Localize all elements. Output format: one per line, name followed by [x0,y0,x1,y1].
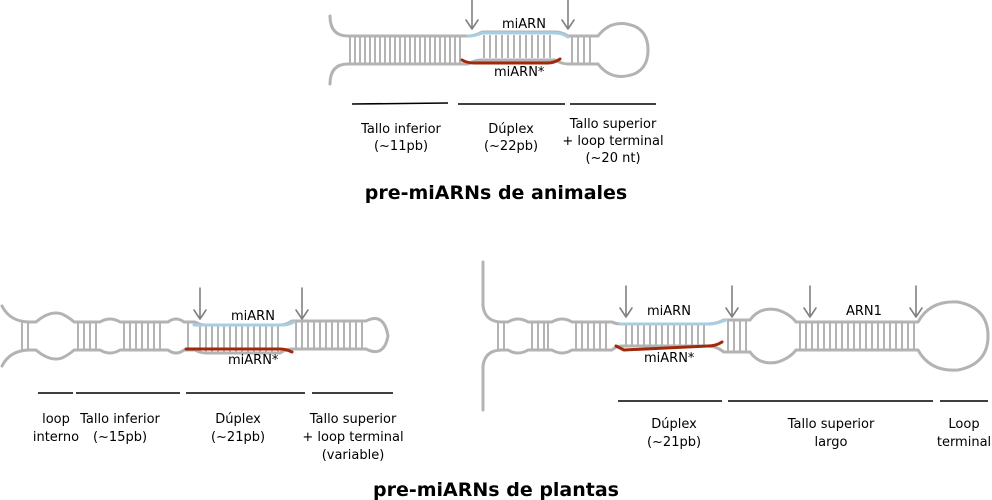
plant-title: pre-miARNs de plantas [373,479,619,500]
animal-label-lower-stem: Tallo inferior [360,122,441,137]
plant-long-label-duplex-size: (~21pb) [647,435,701,450]
plant-cleavage-arrow-right [295,287,309,320]
plant-long-arrow-4 [909,285,923,318]
animal-label-lower-stem-size: (~11pb) [374,139,428,154]
plant-label-duplex: Dúplex [215,412,261,427]
plant-mirna-star-label: miARN* [228,353,279,368]
animal-cleavage-arrow-right [561,0,575,30]
plant-long-mirna-star-strand [614,340,724,352]
plant-long-stem-rungs [497,320,915,352]
plant-long-arrow-2 [725,285,739,318]
plant-label-upper-stem: Tallo superior [309,412,397,427]
plant-label-lower-stem: Tallo inferior [79,412,160,427]
plant-cleavage-arrow-left [193,287,207,320]
animal-label-upper-stem-loop: + loop terminal [562,134,663,149]
animal-mirna-label: miARN [502,17,546,32]
animal-segment-lower-stem [351,102,449,105]
plant-mirna-strand [192,320,296,327]
plant-long-arn1-label: ARN1 [846,304,882,319]
animal-mirna-star-strand [460,57,562,65]
plant-stem-rungs [21,321,363,352]
animal-mirna-star-label: miARN* [494,65,545,80]
plant-label-internal-loop-2: interno [33,430,79,445]
plant-mirna-label: miARN [231,309,275,324]
animal-hairpin: miARN miARN* [328,0,650,86]
animal-label-upper-stem: Tallo superior [569,117,657,132]
plant-long-arrow-1 [619,285,633,318]
plant-label-duplex-size: (~21pb) [211,430,265,445]
animal-label-upper-stem-size: (~20 nt) [585,151,640,166]
animal-label-duplex-size: (~22pb) [484,139,538,154]
animal-stem-rungs [349,35,591,64]
plant-label-internal-loop: loop [42,412,70,427]
plant-long-hairpin: miARN miARN* ARN1 [481,260,990,412]
animal-mirna-strand [466,31,570,39]
plant-long-label-upper-stem-2: largo [815,435,848,450]
plant-long-mirna-label: miARN [647,304,691,319]
plant-long-mirna-strand [618,318,728,326]
plant-mirna-star-strand [184,347,294,354]
animal-title: pre-miARNs de animales [365,182,628,204]
animal-label-duplex: Dúplex [488,122,534,137]
plant-long-arrow-3 [803,285,817,318]
plant-hairpin: miARN miARN* [0,287,390,368]
plant-label-lower-stem-size: (~15pb) [93,430,147,445]
plant-label-upper-stem-loop: + loop terminal [302,430,403,445]
plant-long-label-loop-2: terminal [937,435,991,450]
plant-long-label-upper-stem: Tallo superior [787,417,875,432]
animal-cleavage-arrow-left [465,0,479,30]
plant-long-label-loop: Loop [948,417,979,432]
plant-long-label-duplex: Dúplex [651,417,697,432]
plant-label-upper-stem-size: (variable) [322,448,385,463]
plant-long-mirna-star-label: miARN* [644,351,695,366]
